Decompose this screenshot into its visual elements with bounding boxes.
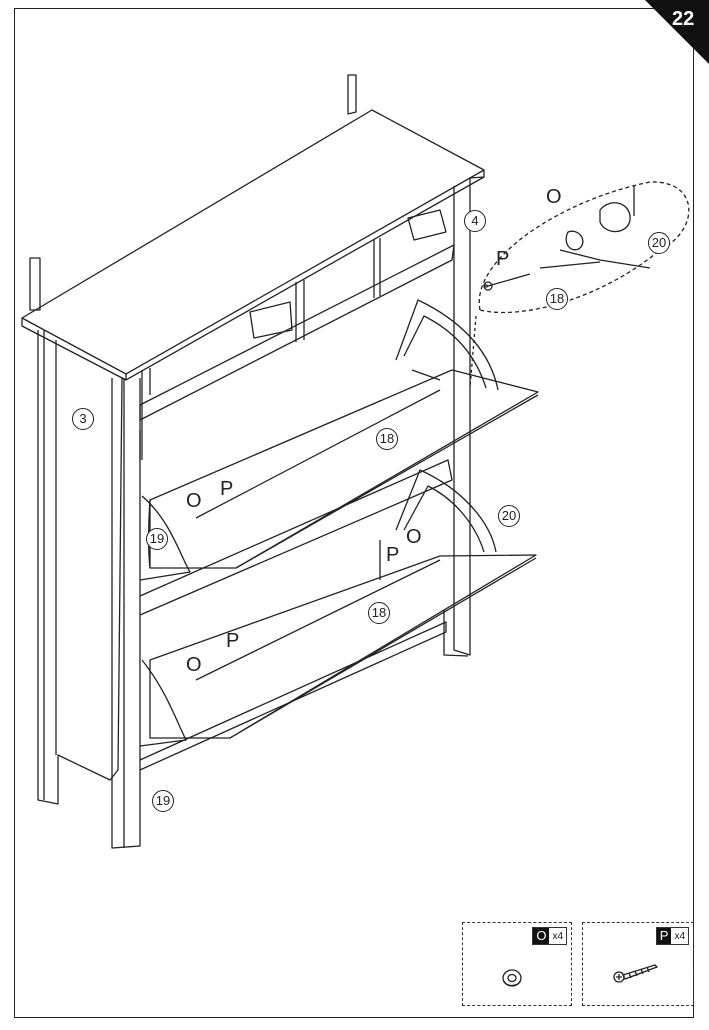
parts-box-p: P x4 (582, 922, 694, 1006)
label-bracket-left-bottom: 19 (152, 790, 174, 812)
letter-p-detail: P (496, 248, 510, 270)
parts-box-o: O x4 (462, 922, 572, 1006)
step-number: 22 (672, 8, 695, 30)
screw-icon (613, 964, 659, 983)
label-bracket-left-top: 19 (146, 528, 168, 550)
qty-badge-p: P x4 (655, 927, 689, 945)
label-flap-bottom: 18 (368, 602, 390, 624)
label-detail-bracket: 20 (648, 232, 670, 254)
letter-p-bottom-left: P (226, 630, 240, 652)
cam-nut-icon (502, 969, 522, 987)
letter-p-mid-right: P (386, 544, 400, 566)
letter-o-detail: O (546, 186, 562, 208)
label-flap-top: 18 (376, 428, 398, 450)
page-frame (14, 8, 694, 1018)
step-badge (645, 0, 709, 64)
label-detail-flap: 18 (546, 288, 568, 310)
letter-p-top-left: P (220, 478, 234, 500)
letter-o-bottom-left: O (186, 654, 202, 676)
label-bracket-right: 20 (498, 505, 520, 527)
label-side-panel: 3 (72, 408, 94, 430)
letter-o-mid-right: O (406, 526, 422, 548)
letter-o-top-left: O (186, 490, 202, 512)
label-right-panel: 4 (464, 210, 486, 232)
qty-badge-o: O x4 (532, 927, 567, 945)
